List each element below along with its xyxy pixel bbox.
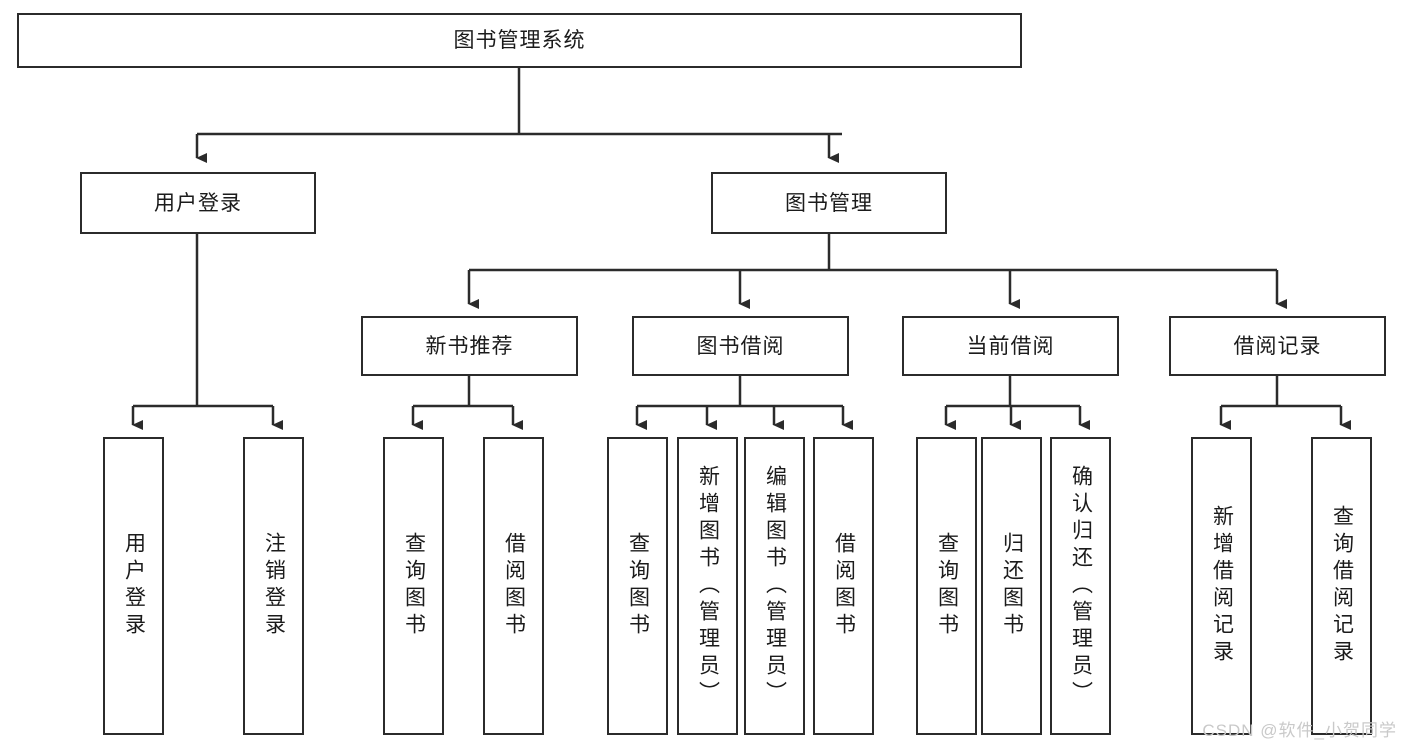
leaf-query-book-borrow[interactable]: 查询图书 [607,437,668,735]
node-label: 查询借阅记录 [1330,505,1354,667]
node-label: 图书借阅 [696,334,785,358]
node-label: 编辑图书（管理员） [763,464,787,708]
node-label: 借阅记录 [1233,334,1322,358]
node-label: 注销登录 [262,532,286,640]
node-book-management[interactable]: 图书管理 [711,172,947,234]
node-label: 新增图书（管理员） [696,464,720,708]
leaf-user-login[interactable]: 用户登录 [103,437,164,735]
node-label: 新书推荐 [425,334,514,358]
node-new-book-recommend[interactable]: 新书推荐 [361,316,578,376]
leaf-edit-book-admin[interactable]: 编辑图书（管理员） [744,437,805,735]
node-label: 图书管理 [785,191,873,215]
node-label: 用户登录 [154,191,242,215]
node-book-borrow[interactable]: 图书借阅 [632,316,849,376]
node-label: 新增借阅记录 [1210,505,1234,667]
leaf-logout-login[interactable]: 注销登录 [243,437,304,735]
node-label: 查询图书 [402,532,426,640]
leaf-borrow-book-borrow[interactable]: 借阅图书 [813,437,874,735]
node-label: 用户登录 [122,532,146,640]
leaf-return-book[interactable]: 归还图书 [981,437,1042,735]
leaf-confirm-return-admin[interactable]: 确认归还（管理员） [1050,437,1111,735]
node-user-login[interactable]: 用户登录 [80,172,316,234]
node-borrow-record[interactable]: 借阅记录 [1169,316,1386,376]
node-book-management-system[interactable]: 图书管理系统 [17,13,1022,68]
node-label: 图书管理系统 [453,29,586,52]
leaf-query-borrow-record[interactable]: 查询借阅记录 [1311,437,1372,735]
node-current-borrow[interactable]: 当前借阅 [902,316,1119,376]
node-label: 查询图书 [935,532,959,640]
node-label: 借阅图书 [502,532,526,640]
leaf-query-book-recommend[interactable]: 查询图书 [383,437,444,735]
node-label: 确认归还（管理员） [1069,464,1093,708]
csdn-watermark: CSDN @软件_小贺同学 [1202,721,1397,740]
leaf-add-borrow-record[interactable]: 新增借阅记录 [1191,437,1252,735]
node-label: 归还图书 [1000,532,1024,640]
node-label: 借阅图书 [832,532,856,640]
node-label: 查询图书 [626,532,650,640]
leaf-borrow-book-recommend[interactable]: 借阅图书 [483,437,544,735]
node-label: 当前借阅 [966,334,1055,358]
leaf-query-book-current[interactable]: 查询图书 [916,437,977,735]
leaf-add-book-admin[interactable]: 新增图书（管理员） [677,437,738,735]
